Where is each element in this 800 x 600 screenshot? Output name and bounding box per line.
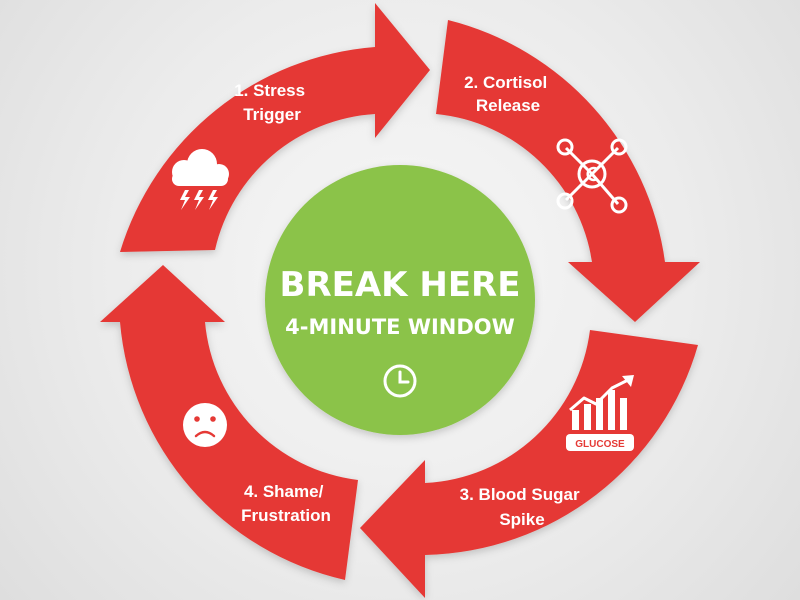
storm-cloud-icon xyxy=(172,149,229,210)
glucose-chart-icon: GLUCOSE xyxy=(566,375,634,451)
step-label-stress-trigger: 1. Stress Trigger xyxy=(234,81,310,124)
clock-icon xyxy=(383,364,417,398)
cycle-arrow-shame-frustration xyxy=(100,265,358,580)
sad-face-icon xyxy=(183,403,227,447)
cortisol-molecule-icon xyxy=(556,138,628,214)
step-label-blood-sugar-spike: 3. Blood Sugar Spike xyxy=(460,485,585,529)
glucose-label: GLUCOSE xyxy=(575,439,625,450)
center-circle xyxy=(265,165,535,435)
center-title: BREAK HERE xyxy=(280,265,521,305)
center-subtitle: 4-MINUTE WINDOW xyxy=(285,315,515,339)
step-label-cortisol-release: 2. Cortisol Release xyxy=(464,73,552,115)
cycle-arrow-stress-trigger xyxy=(120,3,430,252)
step-label-shame-frustration: 4. Shame/ Frustration xyxy=(241,482,331,525)
cycle-arrow-cortisol-release xyxy=(436,20,700,322)
